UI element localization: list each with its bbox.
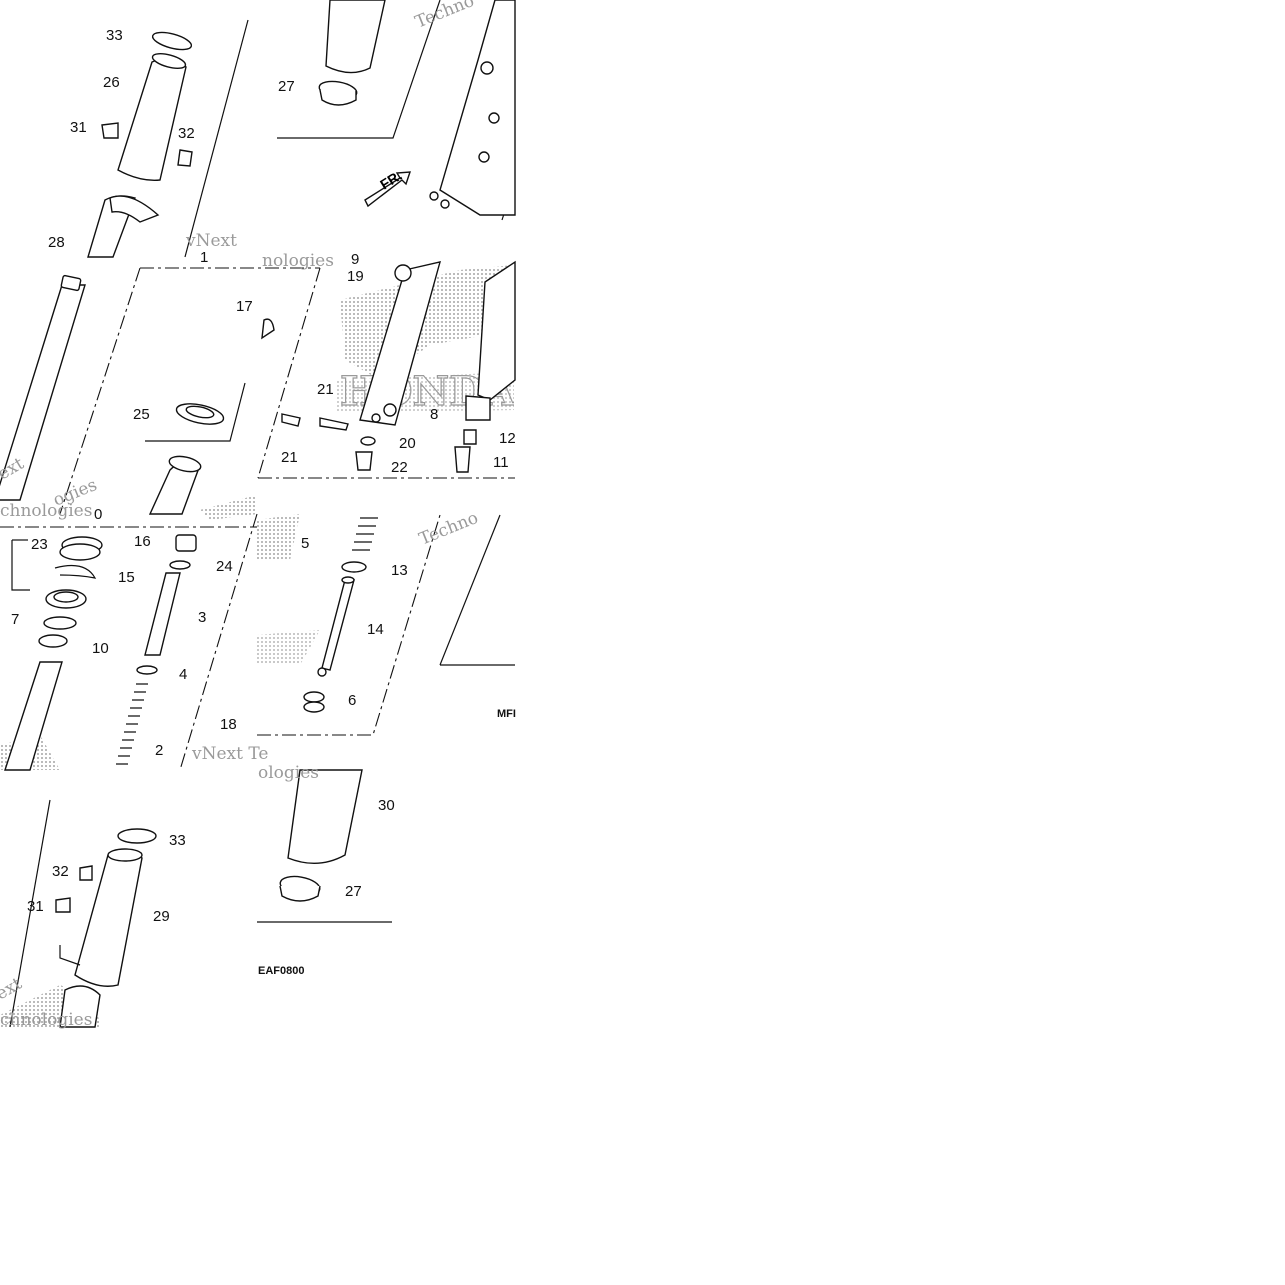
fork-slider-center: [261, 260, 516, 473]
callout-c31a: 31: [70, 119, 87, 136]
callout-c2: 2: [155, 742, 163, 759]
watermark-text: ologies: [258, 763, 319, 783]
callout-c22: 22: [391, 459, 408, 476]
diagram-code: EAF0800: [258, 965, 304, 977]
watermark-text: Techno: [416, 508, 481, 550]
callout-c16: 16: [134, 533, 151, 550]
fork-cover-top: [87, 31, 193, 258]
callout-c26: 26: [103, 74, 120, 91]
callout-c1: 1: [200, 249, 208, 266]
callout-c8: 8: [430, 406, 438, 423]
callout-c13: 13: [391, 562, 408, 579]
watermark-text: nologies: [262, 251, 334, 271]
callout-c3: 3: [198, 609, 206, 626]
callout-c25: 25: [133, 406, 150, 423]
callout-c33b: 33: [169, 832, 186, 849]
callout-c23: 23: [31, 536, 48, 553]
callout-c20: 20: [399, 435, 416, 452]
callout-c21a: 21: [317, 381, 334, 398]
callout-c32b: 32: [52, 863, 69, 880]
watermark-text: chnologies: [0, 1010, 92, 1030]
callout-c18: 18: [220, 716, 237, 733]
callout-c7: 7: [11, 611, 19, 628]
callout-c24: 24: [216, 558, 233, 575]
outer-tube-top: [318, 0, 386, 106]
callout-c29: 29: [153, 908, 170, 925]
callout-c27a: 27: [278, 78, 295, 95]
front-direction-label: FR.: [377, 167, 405, 193]
seal-kit-lower-left: [4, 534, 197, 771]
callout-c32a: 32: [178, 125, 195, 142]
fork-slider-top-right: FR.: [364, 0, 516, 216]
callout-c12: 12: [499, 430, 516, 447]
callout-c10: 10: [92, 640, 109, 657]
callout-c9: 9: [351, 251, 359, 268]
watermark-text: vNext Te: [191, 744, 268, 764]
callout-c19: 19: [347, 268, 364, 285]
callout-c17: 17: [236, 298, 253, 315]
callout-c30: 30: [378, 797, 395, 814]
watermark-text: vNext: [185, 231, 237, 251]
callout-c0: 0: [94, 506, 102, 523]
fork-cover-bottom: [55, 769, 363, 1028]
callout-c27b: 27: [345, 883, 362, 900]
watermark-text: Techno: [412, 0, 477, 33]
halftone-patches: [0, 495, 320, 1027]
callout-c4: 4: [179, 666, 187, 683]
partial-diagram-code: MFI: [497, 708, 516, 720]
spring-and-rod: [303, 517, 378, 713]
watermark-text: chnologies: [0, 501, 92, 521]
callout-c33a: 33: [106, 27, 123, 44]
callout-c5: 5: [301, 535, 309, 552]
callout-c11: 11: [493, 454, 509, 471]
callout-c15: 15: [118, 569, 135, 586]
watermark-text: ext: [0, 974, 26, 1005]
callout-c14: 14: [367, 621, 384, 638]
callout-c6: 6: [348, 692, 356, 709]
tile-guides: [0, 0, 516, 1028]
callout-c21b: 21: [281, 449, 298, 466]
callout-c31b: 31: [27, 898, 44, 915]
callout-c28: 28: [48, 234, 65, 251]
fork-tube-middle-left: [0, 274, 225, 515]
